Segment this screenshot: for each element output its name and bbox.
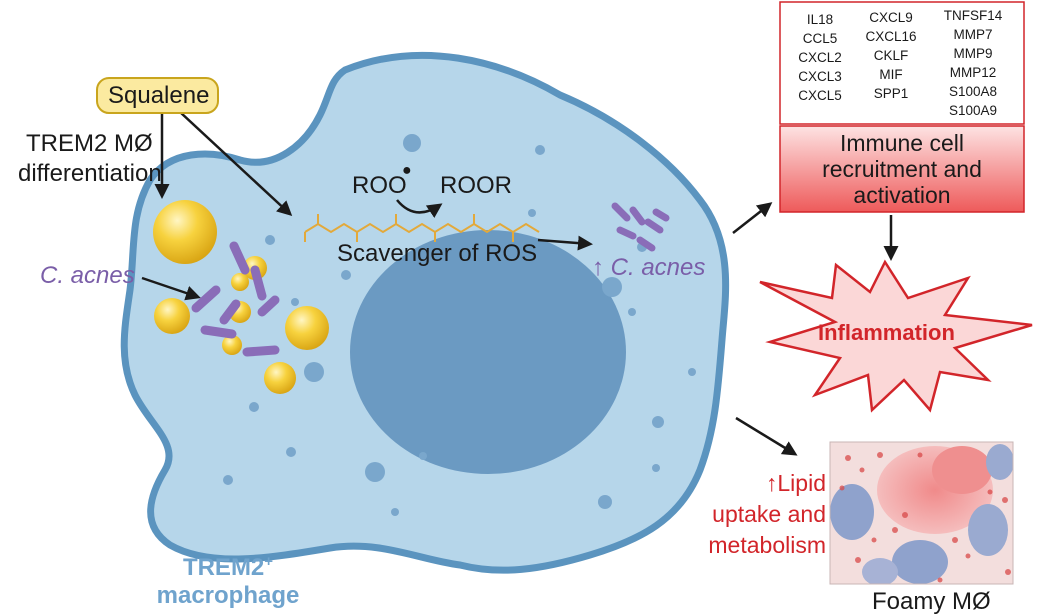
trem2-diff-label-line2: differentiation [18,160,162,187]
radical-dot: ● [402,162,412,179]
cytokine-column-3: TNFSF14 MMP7 MMP9 MMP12 S100A8 S100A9 [934,6,1012,120]
cytokine: CXCL9 [869,10,913,25]
squalene-chain [304,214,540,242]
immune-box-text: Immune cell recruitment and activation [780,130,1024,208]
cytokine: SPP1 [873,86,909,101]
c-acnes-increase-label: ↑ C. acnes [592,254,706,281]
cytokine-box [779,1,1025,125]
roo-label: ROO [352,172,407,199]
cytokine: MIF [879,67,903,82]
cytokine: TNFSF14 [943,8,1003,23]
cytokine: CXCL16 [865,29,917,44]
cytokine: CXCL5 [798,88,842,103]
cytokine: CXCL2 [798,50,842,65]
cytokine: IL18 [806,12,834,27]
foamy-macrophage-caption: Foamy MØ [872,588,991,615]
roor-label: ROOR [440,172,512,199]
cytokine: CCL5 [802,31,838,46]
arrows [141,111,899,456]
c-acnes-bacteria-left [191,241,280,357]
c-acnes-bacteria-right [611,202,670,252]
cytokine: CXCL3 [798,69,842,84]
cytokine: MMP7 [953,27,993,42]
macrophage-label: macrophage [156,582,300,609]
trem2-label-sup: + [264,553,274,570]
immune-box [779,125,1025,213]
cytokine: CKLF [873,48,909,63]
trem2-label-prefix: TREM2 [182,554,265,581]
squalene-pill [96,77,219,114]
lipid-line-2: uptake and [712,501,826,527]
nucleus [350,230,626,474]
immune-line-3: activation [853,182,951,208]
lipid-line-3: metabolism [708,532,826,558]
lipid-line-1: ↑Lipid [765,470,826,496]
inflammation-starburst [759,259,1033,413]
vesicles [223,134,696,516]
trem2-macrophage-label: TREM2+ macrophage [148,548,308,610]
trem2-diff-label-line1: TREM2 MØ [26,130,153,157]
cytokine-column-2: CXCL9 CXCL16 CKLF MIF SPP1 [856,8,926,103]
immune-line-2: recruitment and [822,156,982,182]
cytokine: S100A9 [948,103,998,118]
cytokine: MMP12 [949,65,997,80]
roo-to-roor-arrow [396,199,443,218]
squalene-label: Squalene [108,82,210,109]
cytokine: S100A8 [948,84,998,99]
cytokine: MMP9 [953,46,993,61]
foamy-macrophage-photo [830,442,1013,584]
immune-line-1: Immune cell [840,130,964,156]
c-acnes-label-left: C. acnes [40,262,135,289]
inflammation-label: Inflammation [818,320,955,345]
cytokine-column-1: IL18 CCL5 CXCL2 CXCL3 CXCL5 [790,10,850,105]
scavenger-label: Scavenger of ROS [337,240,538,267]
lipid-uptake-label: ↑Lipid uptake and metabolism [690,468,826,561]
